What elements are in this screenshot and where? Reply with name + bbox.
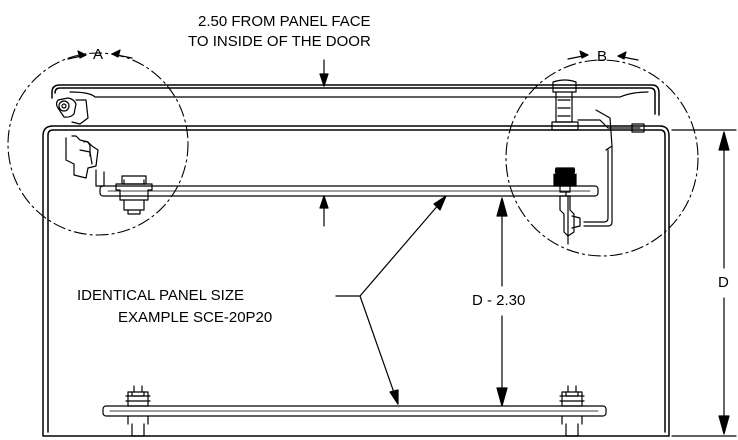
panel-to-bottom-label: D - 2.30 bbox=[472, 292, 526, 309]
top-panel bbox=[99, 185, 599, 197]
enclosure-body bbox=[42, 125, 670, 437]
panel-note-line2: EXAMPLE SCE-20P20 bbox=[118, 309, 273, 326]
detail-b-arrows bbox=[567, 50, 639, 61]
panel-stud-top-right bbox=[553, 167, 581, 245]
clearance-dimension bbox=[319, 59, 329, 227]
overall-depth-label: D bbox=[718, 274, 729, 291]
detail-a-arrows bbox=[67, 49, 133, 60]
panel-stud-bottom-right bbox=[559, 385, 585, 437]
panel-to-bottom-dimension bbox=[496, 197, 508, 407]
panel-stud-bottom-left bbox=[125, 385, 151, 437]
panel-note-leader bbox=[335, 195, 447, 405]
panel-note-line1: IDENTICAL PANEL SIZE bbox=[77, 287, 244, 304]
hinge-assembly bbox=[55, 97, 105, 187]
bottom-panel bbox=[102, 405, 607, 417]
panel-stud-top-left bbox=[115, 175, 153, 215]
overall-depth-dimension bbox=[671, 129, 737, 437]
door bbox=[51, 84, 660, 116]
detail-label-a: A bbox=[93, 46, 104, 63]
detail-circle-b bbox=[505, 59, 699, 257]
clearance-note-line1: 2.50 FROM PANEL FACE bbox=[198, 13, 371, 30]
detail-label-b: B bbox=[597, 48, 608, 65]
detail-circle-a bbox=[7, 52, 189, 236]
latch-assembly bbox=[551, 79, 645, 227]
clearance-note-line2: TO INSIDE OF THE DOOR bbox=[188, 33, 371, 50]
